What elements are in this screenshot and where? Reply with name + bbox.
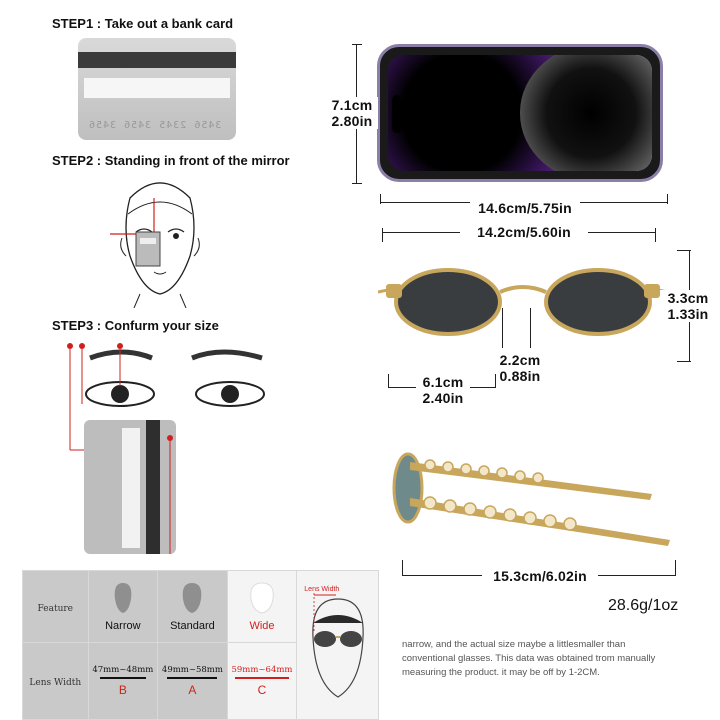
glasses-height-cm: 3.3cm: [667, 290, 709, 306]
phone-width: 14.6cm/5.75in: [470, 200, 580, 216]
feature-header-cell: Feature: [22, 569, 89, 644]
frame-width: 14.2cm/5.60in: [460, 224, 588, 240]
wide-label: Wide: [249, 620, 275, 633]
wide-cell: Wide: [226, 569, 298, 644]
narrow-cell: Narrow: [87, 569, 159, 644]
bridge-cm: 2.2cm: [499, 352, 541, 368]
camera-pill: [392, 95, 402, 133]
lens-width-title: Lens Width: [304, 586, 340, 593]
note-line-3: measuring the product. it may be off by …: [402, 667, 600, 678]
wide-range: 59mm~64mm: [231, 665, 293, 676]
step1-title: STEP1 : Take out a bank card: [52, 16, 234, 31]
phone-illustration: [377, 44, 663, 182]
note-line-2: conventional glasses. This data was obta…: [402, 653, 656, 664]
narrow-range-cell: 47mm~48mm B: [87, 642, 159, 720]
phone-height-in: 2.80in: [331, 113, 373, 129]
lens-width-cm: 6.1cm: [422, 374, 464, 390]
narrow-letter: B: [118, 683, 127, 698]
standard-label: Standard: [170, 620, 215, 633]
wide-face-icon: [250, 582, 274, 614]
eye-measurement-illustration: [67, 343, 265, 554]
weight: 28.6g/1oz: [608, 597, 679, 614]
size-note: narrow, and the actual size maybe a litt…: [402, 638, 712, 680]
face-with-glasses-icon: [311, 593, 364, 698]
size-table: Feature Narrow Standard Wide Lens Width: [22, 569, 379, 720]
standard-face-icon: [183, 583, 202, 614]
lens-width-diagram-cell: Lens Width: [296, 570, 379, 720]
step3-title: STEP3 : Confurm your size: [52, 318, 219, 333]
step2-title: STEP2 : Standing in front of the mirror: [52, 153, 290, 168]
magnetic-stripe: [78, 52, 236, 68]
lens-width-in: 2.40in: [422, 390, 464, 406]
sunglasses-front-icon: [378, 268, 668, 336]
narrow-face-icon: [114, 583, 132, 614]
standard-letter: A: [188, 683, 197, 698]
face-sketch-icon: [110, 182, 200, 308]
lens-width-header: Lens Width: [29, 678, 82, 689]
sunglasses-side-icon: [392, 452, 670, 546]
narrow-label: Narrow: [105, 620, 141, 633]
standard-range: 49mm~58mm: [161, 665, 223, 676]
standard-cell: Standard: [157, 569, 228, 644]
card-number: 3456 2345 3456 3456: [88, 120, 222, 131]
note-line-1: narrow, and the actual size maybe a litt…: [402, 639, 626, 650]
wide-letter: C: [257, 683, 267, 698]
wide-range-cell: 59mm~64mm C: [226, 642, 298, 720]
phone-height-cm: 7.1cm: [331, 97, 373, 113]
standard-range-cell: 49mm~58mm A: [157, 642, 228, 720]
signature-panel: [84, 78, 230, 98]
bank-card: 3456 2345 3456 3456: [78, 38, 236, 140]
temple-length: 15.3cm/6.02in: [482, 568, 598, 584]
feature-header: Feature: [37, 603, 74, 614]
glasses-height-in: 1.33in: [667, 306, 709, 322]
bridge-in: 0.88in: [499, 368, 541, 384]
lens-width-header-cell: Lens Width: [22, 642, 89, 720]
narrow-range: 47mm~48mm: [92, 665, 154, 676]
